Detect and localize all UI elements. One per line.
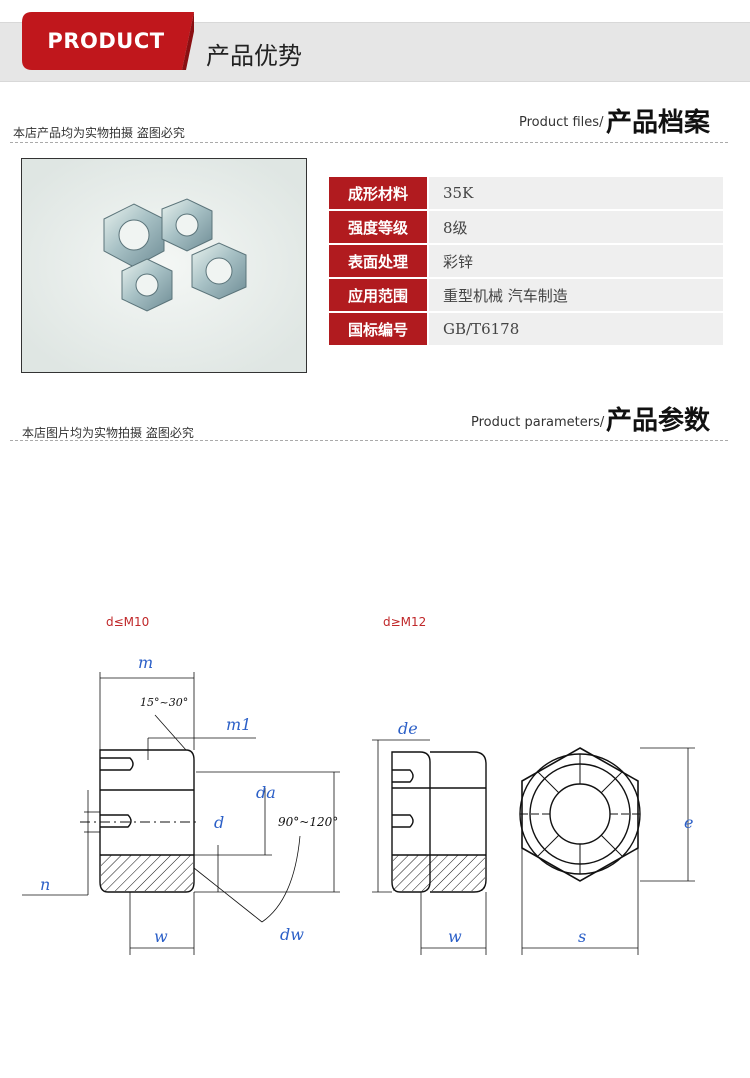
label-s: s bbox=[578, 927, 586, 946]
label-e: e bbox=[684, 813, 693, 832]
product-photo bbox=[21, 158, 307, 373]
castle-nut-1 bbox=[103, 203, 165, 268]
banner-title: 产品优势 bbox=[206, 42, 302, 70]
product-badge bbox=[22, 12, 194, 70]
castle-nut-2 bbox=[161, 198, 213, 252]
left-slot-mid bbox=[100, 814, 132, 828]
right-caption: d≥M12 bbox=[383, 615, 426, 629]
label-angle2: 90°~120° bbox=[278, 815, 338, 829]
files-heading-en: Product files/ bbox=[519, 115, 604, 130]
files-heading-cn: 产品档案 bbox=[606, 108, 711, 138]
spec-table: 成形材料 35K 强度等级 8级 表面处理 彩锌 应用范围 重型机械 汽车制造 … bbox=[329, 177, 723, 347]
spec-value: 彩锌 bbox=[429, 245, 723, 277]
left-hatch bbox=[101, 855, 193, 891]
spec-key: 成形材料 bbox=[329, 177, 427, 209]
mid-nut-head bbox=[430, 751, 487, 893]
label-d: d bbox=[214, 813, 224, 832]
label-w-right: w bbox=[448, 927, 462, 946]
label-m: m bbox=[138, 653, 153, 672]
spec-row: 表面处理 彩锌 bbox=[329, 245, 723, 277]
spec-row: 应用范围 重型机械 汽车制造 bbox=[329, 279, 723, 311]
label-m1: m1 bbox=[226, 715, 251, 734]
spec-value: 35K bbox=[429, 177, 723, 209]
params-heading-en: Product parameters/ bbox=[471, 415, 605, 430]
label-dw: dw bbox=[280, 925, 304, 944]
spec-value: 8级 bbox=[429, 211, 723, 243]
spec-key: 国标编号 bbox=[329, 313, 427, 345]
technical-drawing: d≤M10 d≥M12 bbox=[22, 615, 695, 955]
castle-nut-3 bbox=[121, 258, 173, 312]
spec-row: 强度等级 8级 bbox=[329, 211, 723, 243]
label-de: de bbox=[398, 719, 418, 738]
params-heading-cn: 产品参数 bbox=[606, 406, 711, 436]
left-slot-top bbox=[100, 757, 134, 771]
files-note: 本店产品均为实物拍摄 盗图必究 bbox=[13, 126, 185, 140]
files-divider bbox=[10, 142, 728, 143]
spec-key: 表面处理 bbox=[329, 245, 427, 277]
params-note: 本店图片均为实物拍摄 盗图必究 bbox=[22, 426, 194, 440]
spec-value: 重型机械 汽车制造 bbox=[429, 279, 723, 311]
spec-row: 成形材料 35K bbox=[329, 177, 723, 209]
label-n: n bbox=[40, 875, 50, 894]
params-divider bbox=[10, 440, 728, 441]
left-caption: d≤M10 bbox=[106, 615, 149, 629]
spec-key: 应用范围 bbox=[329, 279, 427, 311]
label-da: da bbox=[256, 783, 276, 802]
label-w-left: w bbox=[154, 927, 168, 946]
spec-key: 强度等级 bbox=[329, 211, 427, 243]
spec-row: 国标编号 GB/T6178 bbox=[329, 313, 723, 345]
spec-value: GB/T6178 bbox=[429, 313, 723, 345]
label-angle1: 15°~30° bbox=[140, 696, 188, 709]
hex-outline bbox=[521, 747, 639, 882]
badge-label: PRODUCT bbox=[47, 29, 165, 53]
castle-nut-4 bbox=[191, 242, 247, 300]
